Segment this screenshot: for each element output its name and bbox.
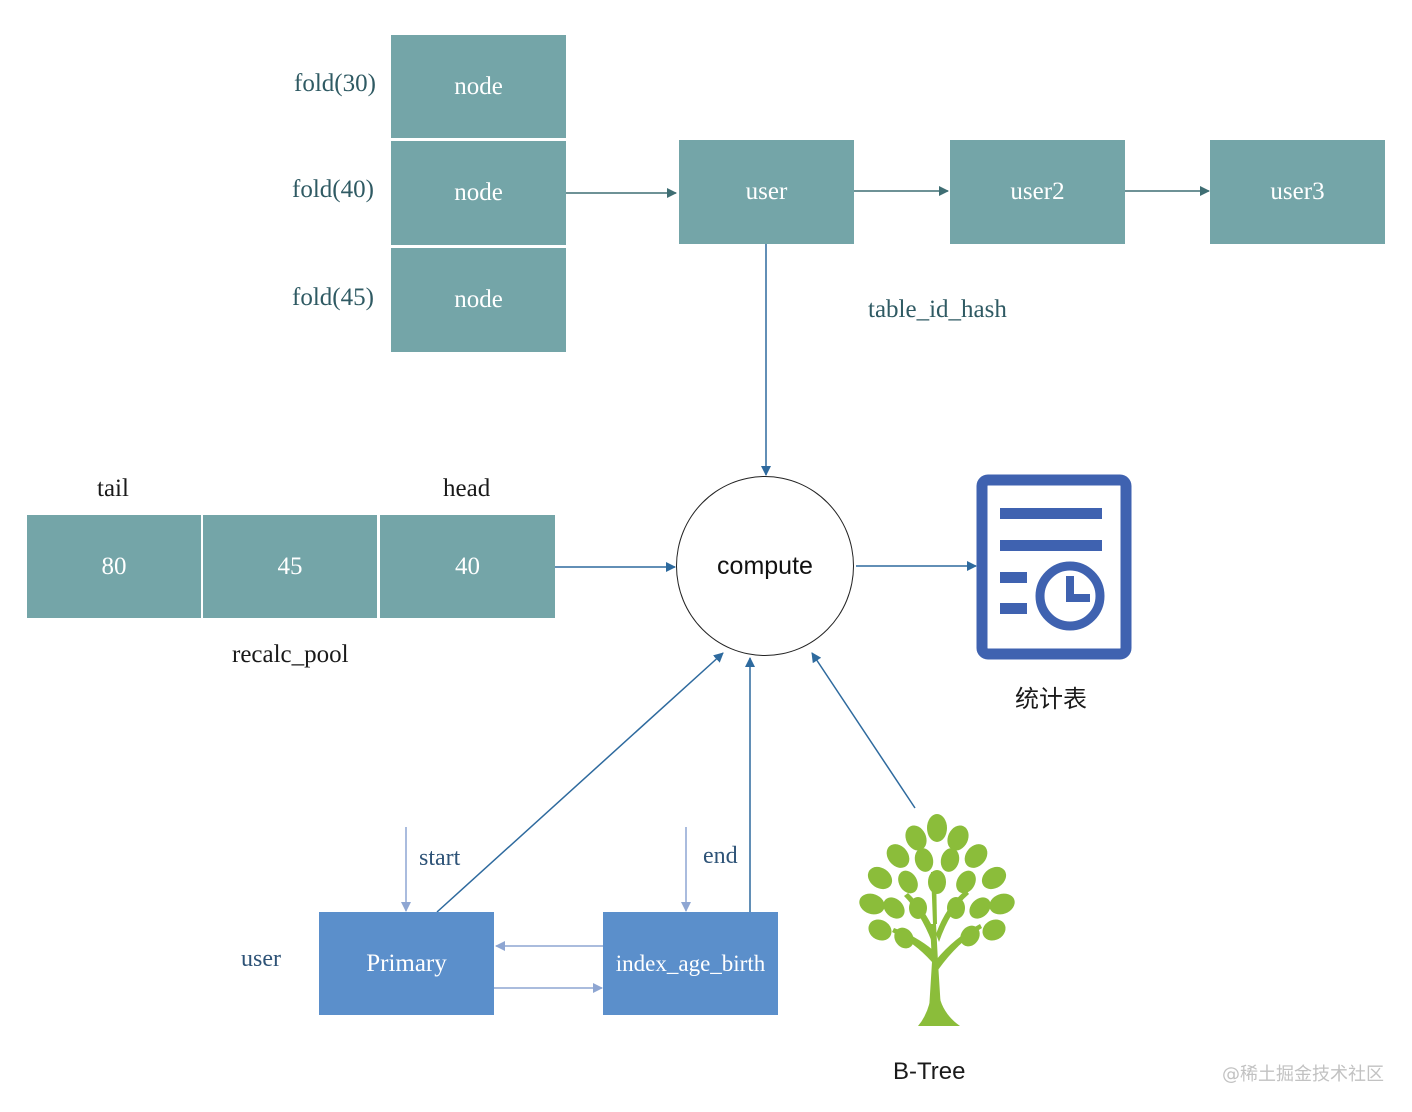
stats-caption: 统计表	[1015, 686, 1087, 713]
head-label: head	[443, 475, 491, 502]
compute-node: compute	[676, 476, 854, 656]
recalc-pool-caption: recalc_pool	[232, 641, 349, 668]
user-node: user	[679, 140, 854, 244]
statistics-report-icon	[976, 474, 1132, 660]
tail-label: tail	[97, 475, 129, 502]
user3-node: user3	[1210, 140, 1385, 244]
start-label: start	[419, 845, 461, 871]
hash-caption: table_id_hash	[868, 296, 1007, 323]
user2-node: user2	[950, 140, 1125, 244]
queue-cell-45: 45	[203, 515, 377, 618]
primary-index-box: Primary	[319, 912, 494, 1015]
tree-icon	[859, 814, 1015, 1026]
user-table-label: user	[241, 946, 281, 972]
queue-cell-80: 80	[27, 515, 201, 618]
secondary-index-box: index_age_birth	[603, 912, 778, 1015]
queue-cell-40: 40	[380, 515, 555, 618]
end-label: end	[703, 843, 738, 869]
watermark: @稀土掘金技术社区	[1222, 1064, 1384, 1085]
hash-node-2: node	[391, 141, 566, 245]
hash-node-3: node	[391, 248, 566, 352]
hash-node-1: node	[391, 35, 566, 138]
fold-40-label: fold(40)	[292, 176, 374, 203]
primary-to-compute-arrow	[436, 652, 724, 913]
btree-to-compute-arrow	[811, 652, 916, 809]
btree-caption: B-Tree	[893, 1058, 966, 1085]
fold-45-label: fold(45)	[292, 284, 374, 311]
fold-30-label: fold(30)	[294, 70, 376, 97]
